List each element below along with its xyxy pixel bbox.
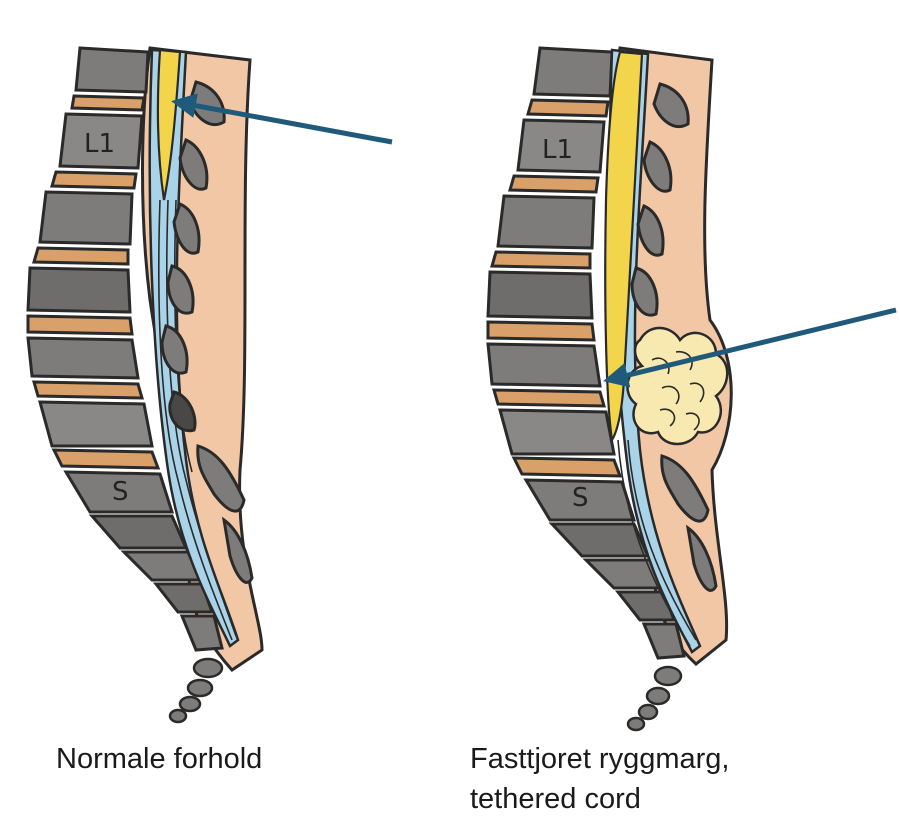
arrow-tethered-cord [603, 307, 897, 388]
arrow-normal-cord [171, 93, 393, 145]
vertebra-label-l1: L1 [84, 129, 115, 159]
spinous-processes [160, 80, 254, 584]
vertebral-bodies-tethered [486, 46, 686, 660]
caption-tethered-line-2: tethered cord [470, 783, 641, 815]
spinous-processes-tethered [630, 82, 718, 592]
vertebra-label-s: S [112, 477, 129, 507]
normal-spine: L1 S [26, 46, 393, 724]
spinal-cord-tethered [604, 50, 644, 444]
caption-normal: Normale forhold [56, 743, 263, 775]
coccyx [168, 657, 224, 724]
caption-tethered-line-1: Fasttjoret ryggmarg, [470, 743, 730, 775]
vertebra-label-l1-tethered: L1 [542, 135, 573, 165]
vertebra-label-s-tethered: S [572, 483, 589, 513]
vertebral-bodies [26, 46, 224, 652]
tethered-spine: L1 S [486, 46, 897, 732]
spinal-cord [156, 48, 182, 201]
lipoma [626, 326, 729, 446]
coccyx-tethered [626, 665, 683, 732]
